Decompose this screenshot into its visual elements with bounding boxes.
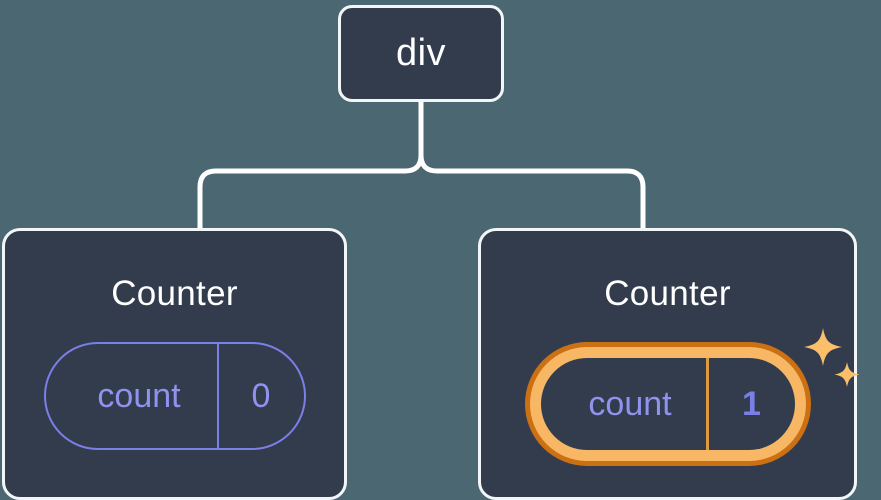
state-value-right: 1 <box>742 384 761 423</box>
node-counter-right-title: Counter <box>604 274 731 313</box>
connector-to-right-counter <box>418 99 646 231</box>
node-counter-left-title: Counter <box>111 274 238 313</box>
state-pill-right-inner: count 1 <box>540 358 795 450</box>
node-counter-left[interactable]: Counter count 0 <box>2 228 347 500</box>
node-div[interactable]: div <box>338 5 504 102</box>
state-pill-right[interactable]: count 1 <box>524 342 811 466</box>
node-div-label: div <box>395 32 447 74</box>
sparkle-large-icon <box>803 328 842 366</box>
sparkle-small-icon <box>834 362 859 387</box>
state-pill-left[interactable]: count 0 <box>43 342 306 450</box>
state-key-left: count <box>46 344 219 448</box>
node-counter-right[interactable]: Counter count 1 <box>478 228 859 500</box>
connector-to-left-counter <box>197 99 424 231</box>
state-pill-right-wrapper: count 1 <box>524 328 859 466</box>
state-pill-left-wrapper: count 0 <box>43 342 306 450</box>
state-key-right: count <box>541 358 709 450</box>
state-pill-right-ring: count 1 <box>529 347 806 461</box>
state-value-left: 0 <box>251 376 271 415</box>
